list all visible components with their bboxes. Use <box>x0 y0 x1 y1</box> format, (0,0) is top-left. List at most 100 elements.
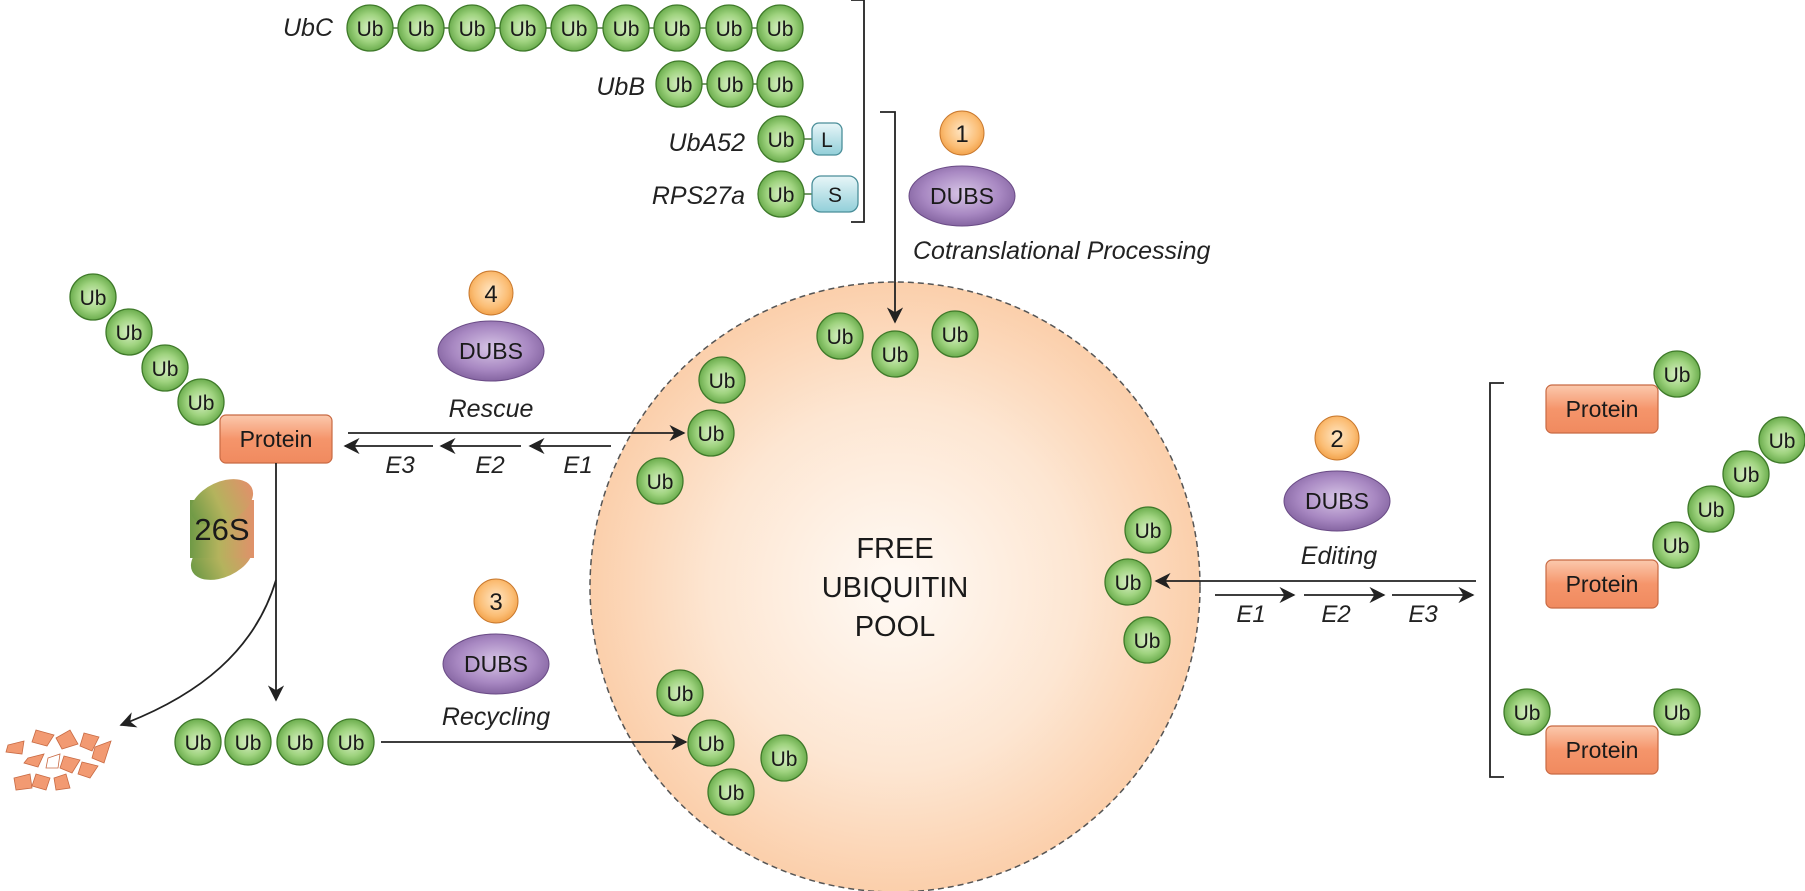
process-1-label: Cotranslational Processing <box>913 237 1210 265</box>
ub-circle <box>1123 616 1171 664</box>
left-protein-label: Protein <box>240 426 313 452</box>
polyub-ub: Ub <box>1687 485 1735 533</box>
ub-circle <box>687 409 735 457</box>
gene-bracket <box>851 0 865 223</box>
process-3-label: Recycling <box>442 703 550 731</box>
ub-label: Ub <box>942 324 969 347</box>
pool-ub: Ub <box>687 409 735 457</box>
ub-circle <box>757 115 805 163</box>
recycled-chain-ub: Ub <box>224 718 272 766</box>
left-chain-ub: Ub <box>177 378 225 426</box>
polyub-ub: Ub <box>1652 521 1700 569</box>
ubc-ub: Ub <box>346 4 394 52</box>
process-2-label: Editing <box>1301 542 1378 570</box>
ubc-ub: Ub <box>499 4 547 52</box>
ub-label: Ub <box>1135 520 1162 543</box>
process-2-number: 2 <box>1330 426 1343 453</box>
ub-label: Ub <box>235 732 262 755</box>
process-4-number-circle <box>468 270 514 316</box>
ub-label: Ub <box>408 18 435 41</box>
pool-ub: Ub <box>871 330 919 378</box>
proteasome-label: 26S <box>194 512 249 547</box>
process-1-number: 1 <box>955 121 968 148</box>
ub-label: Ub <box>768 184 795 207</box>
polyub-ub: Ub <box>1758 416 1805 464</box>
ub-label: Ub <box>287 732 314 755</box>
ub-label: Ub <box>1698 499 1725 522</box>
s27a-linker-label: S <box>828 184 842 207</box>
ub-label: Ub <box>716 18 743 41</box>
ub-label: Ub <box>1115 572 1142 595</box>
process-2-number-circle <box>1314 415 1360 461</box>
rescue-enzyme-e1: E1 <box>563 452 592 479</box>
ub-label: Ub <box>1664 364 1691 387</box>
polyub-protein-label: Protein <box>1566 571 1639 597</box>
ubc-ub: Ub <box>448 4 496 52</box>
ub-circle <box>636 457 684 505</box>
ub-circle <box>1687 485 1735 533</box>
dubs-3-ellipse <box>442 633 550 695</box>
multiub-right-ub: Ub <box>1653 688 1701 736</box>
l40-linker-box <box>811 122 843 156</box>
ub-circle <box>276 718 324 766</box>
multiub-protein-box <box>1545 725 1659 775</box>
process-3-number-circle <box>473 578 519 624</box>
dubs-1-ellipse <box>908 165 1016 227</box>
ubb-ub: Ub <box>706 60 754 108</box>
recycled-chain-ub: Ub <box>276 718 324 766</box>
ub-circle <box>760 734 808 782</box>
ub-label: Ub <box>882 344 909 367</box>
recycled-chain-ub: Ub <box>327 718 375 766</box>
pool-ub: Ub <box>760 734 808 782</box>
pool-ub: Ub <box>707 768 755 816</box>
ub-label: Ub <box>613 18 640 41</box>
ub-circle <box>756 4 804 52</box>
ub-label: Ub <box>1733 464 1760 487</box>
ub-circle <box>174 718 222 766</box>
ub-circle <box>816 312 864 360</box>
free-ubiquitin-pool-circle <box>589 281 1201 891</box>
ub-label: Ub <box>1663 535 1690 558</box>
process-4-label: Rescue <box>449 395 534 423</box>
ubc-ub: Ub <box>602 4 650 52</box>
ub-label: Ub <box>80 287 107 310</box>
peptide-fragments <box>5 729 112 791</box>
left-chain-ub: Ub <box>141 344 189 392</box>
rescue-enzyme-e2: E2 <box>475 452 504 479</box>
ub-circle <box>69 273 117 321</box>
ub-circle <box>653 4 701 52</box>
ub-circle <box>1758 416 1805 464</box>
ub-label: Ub <box>717 74 744 97</box>
pool-ub: Ub <box>698 356 746 404</box>
ub-circle <box>1653 688 1701 736</box>
gene-rps27a-label: RPS27a <box>652 182 745 210</box>
gene-ubb-label: UbB <box>596 73 645 101</box>
ub-circle <box>141 344 189 392</box>
left-chain-ub: Ub <box>69 273 117 321</box>
peptide-fragment-arrow <box>119 579 277 728</box>
process-1-number-circle <box>939 110 985 156</box>
ub-label: Ub <box>647 471 674 494</box>
gene-ubc-label: UbC <box>283 14 334 42</box>
ub-circle <box>931 310 979 358</box>
pool-ub: Ub <box>636 457 684 505</box>
ub-label: Ub <box>510 18 537 41</box>
pool-ub: Ub <box>816 312 864 360</box>
ub-label: Ub <box>459 18 486 41</box>
ubc-ub: Ub <box>653 4 701 52</box>
dubs-2-label: DUBS <box>1305 488 1369 514</box>
ub-label: Ub <box>561 18 588 41</box>
pool-ub: Ub <box>687 719 735 767</box>
gene-uba52-label: UbA52 <box>669 129 746 157</box>
monoub-ub: Ub <box>1653 350 1701 398</box>
rps27a-ub: Ub <box>757 170 805 218</box>
monoub-protein-box <box>1545 384 1659 434</box>
ubb-ub: Ub <box>756 60 804 108</box>
ub-label: Ub <box>357 18 384 41</box>
multiub-protein-label: Protein <box>1566 737 1639 763</box>
ub-circle <box>224 718 272 766</box>
ub-label: Ub <box>1769 430 1796 453</box>
ub-circle <box>687 719 735 767</box>
dubs-4-label: DUBS <box>459 338 523 364</box>
